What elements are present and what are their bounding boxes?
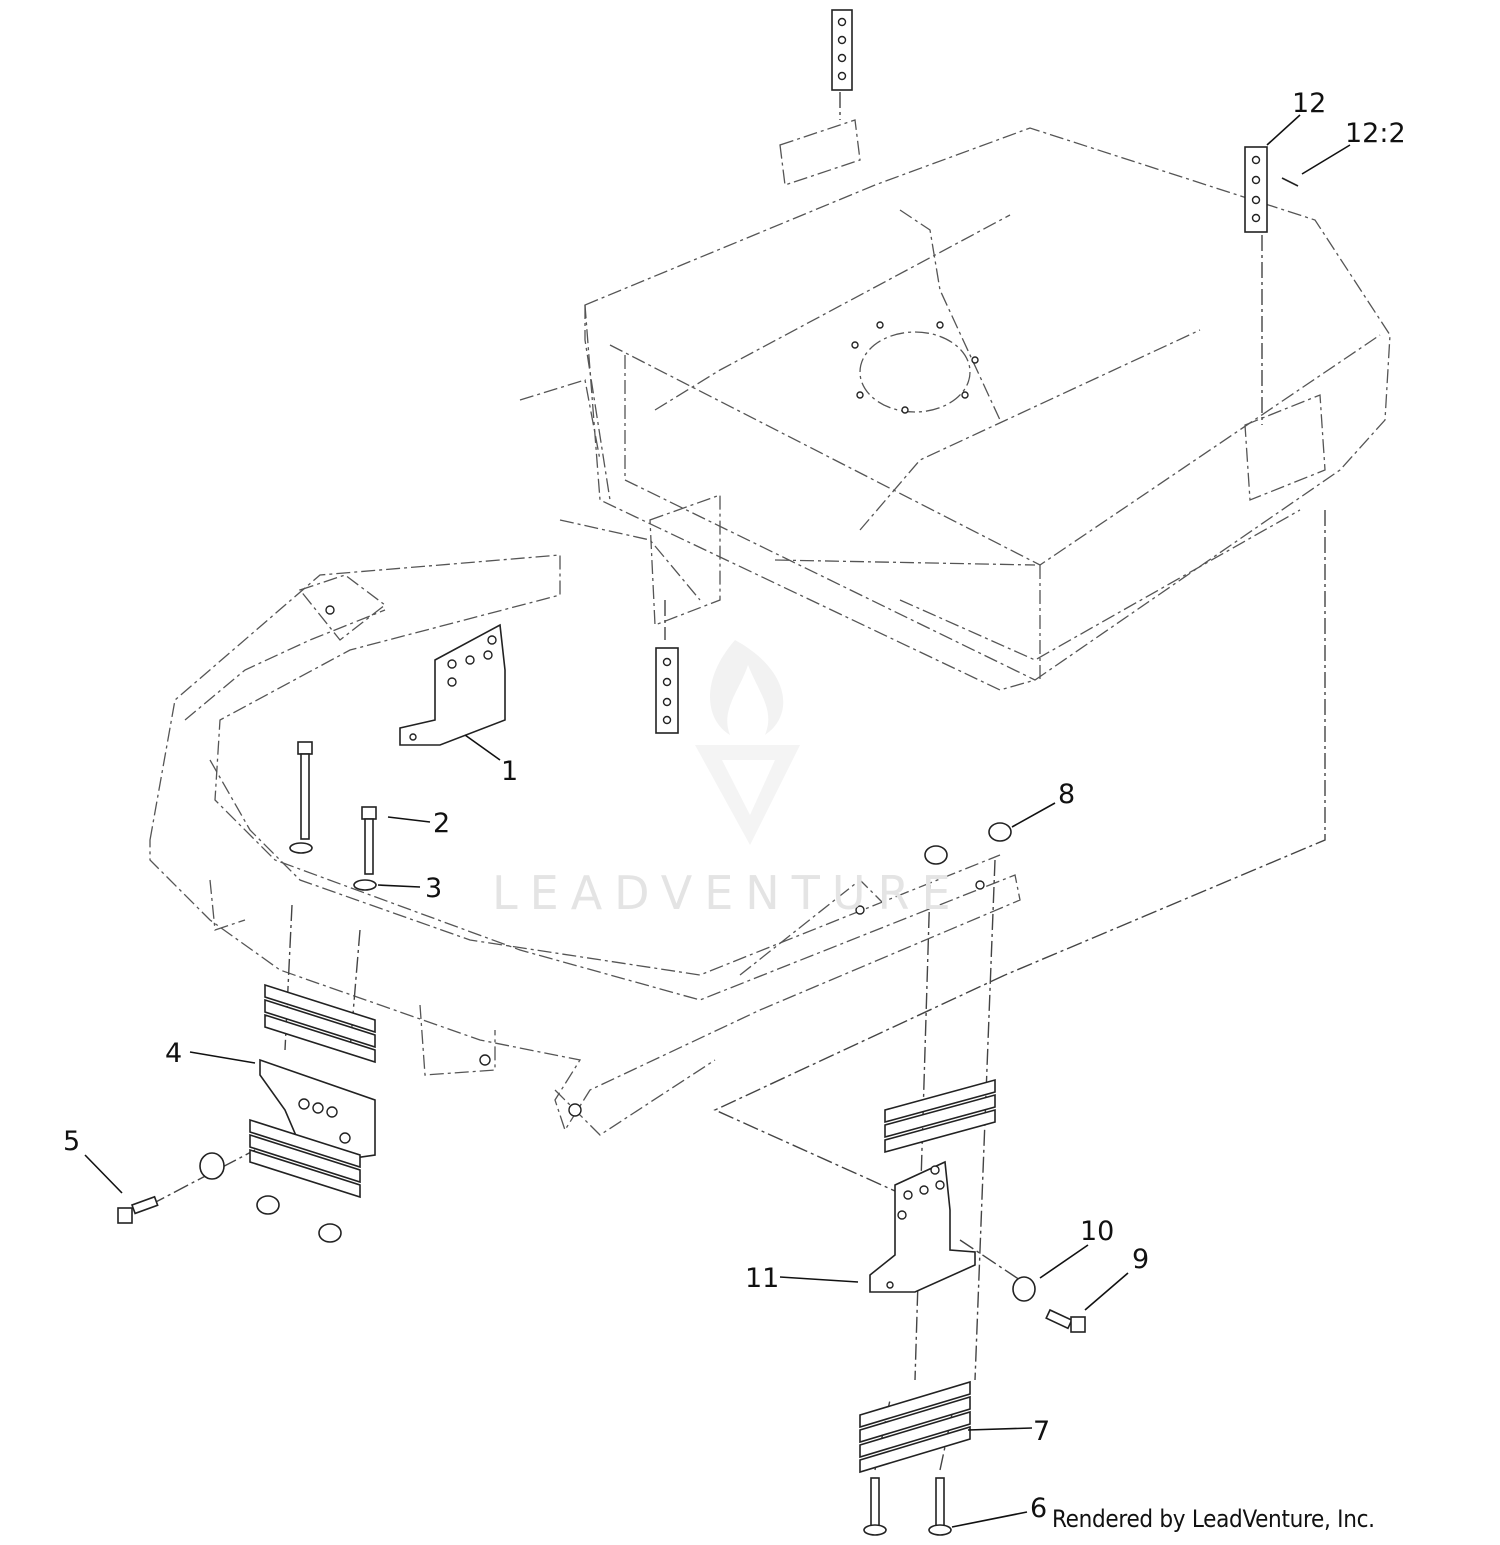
flange-nuts-8	[924, 822, 1012, 865]
render-credit: Rendered by LeadVenture, Inc.	[1052, 1505, 1375, 1533]
bolt-left	[289, 741, 313, 854]
spacer-10	[1012, 1276, 1036, 1302]
leader-10	[1039, 1244, 1089, 1279]
callout-7: 7	[1033, 1416, 1050, 1447]
leader-12	[1266, 114, 1301, 146]
part-4-shim-stack-left	[249, 983, 376, 1199]
leader-1	[464, 734, 501, 761]
callout-6: 6	[1030, 1493, 1047, 1524]
callout-12-2: 12:2	[1345, 118, 1406, 149]
callout-2: 2	[433, 808, 450, 839]
part-7-shim-stack	[859, 1380, 971, 1474]
leader-8	[1011, 802, 1056, 828]
leader-9	[1084, 1272, 1129, 1311]
leader-5	[84, 1154, 123, 1194]
callout-11: 11	[745, 1263, 779, 1294]
callout-10: 10	[1080, 1216, 1114, 1247]
mower-deck-phantom	[519, 119, 1391, 691]
callout-9: 9	[1132, 1244, 1149, 1275]
shim-stack-right-upper	[884, 1078, 996, 1154]
leader-7	[967, 1427, 1033, 1431]
tractor-frame-phantom	[149, 554, 1021, 1136]
callout-labels: 1 2 3 4 5 6 7 8 9 10 11 12 12:2	[63, 88, 1406, 1524]
callout-12: 12	[1292, 88, 1326, 119]
bolt-5	[117, 1195, 159, 1224]
bolt-9	[1045, 1308, 1086, 1333]
leader-lines	[84, 114, 1351, 1528]
leader-12-2	[1301, 144, 1351, 175]
bolt-right	[353, 806, 377, 891]
watermark-logo	[695, 640, 800, 845]
part-1-bracket	[399, 623, 506, 746]
part-6-bolts	[863, 1477, 952, 1536]
height-pin-top-left	[831, 9, 853, 91]
leader-2	[387, 816, 431, 823]
callout-8: 8	[1058, 779, 1075, 810]
leader-3	[377, 884, 421, 888]
part-11-bracket	[869, 1160, 976, 1293]
spacer-left	[199, 1152, 225, 1180]
height-pin-front	[655, 647, 679, 734]
callout-5: 5	[63, 1126, 80, 1157]
callout-3: 3	[425, 873, 442, 904]
leader-6	[951, 1511, 1028, 1528]
leader-11	[779, 1276, 859, 1283]
watermark-text: LEADVENTURE	[492, 866, 963, 920]
callout-1: 1	[501, 756, 518, 787]
nuts-left	[256, 1195, 342, 1243]
callout-4: 4	[165, 1038, 182, 1069]
height-pin-right	[1244, 146, 1299, 233]
leader-4	[189, 1051, 256, 1064]
